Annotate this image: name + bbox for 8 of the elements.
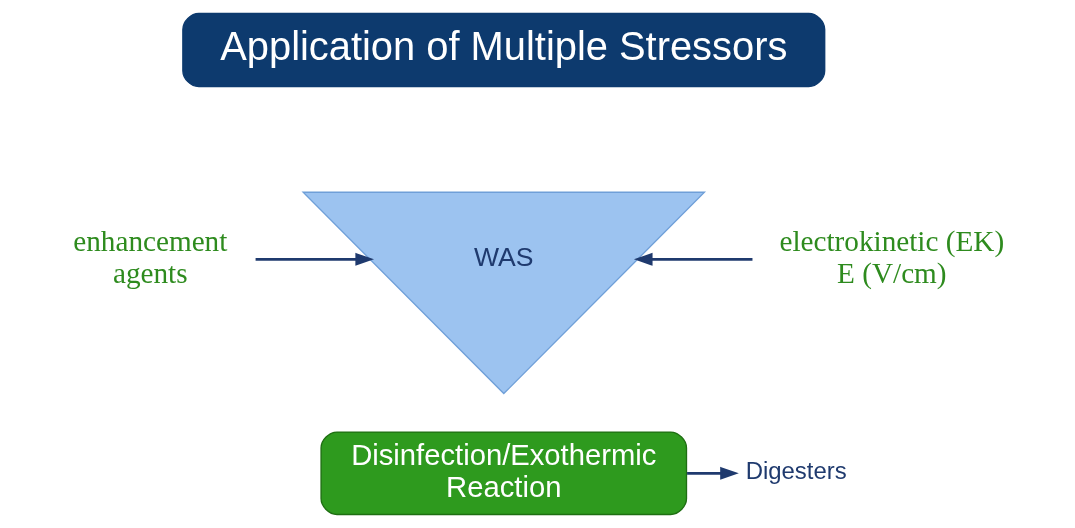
node-text: enhancement agents: [72, 224, 227, 289]
node-box: Disinfection/Exothermic Reaction: [319, 431, 687, 516]
node-text: Digesters: [745, 457, 847, 485]
arrow: [255, 252, 374, 266]
arrow: [686, 466, 739, 480]
node-box: Application of Multiple Stressors: [181, 12, 825, 88]
node-text: electrokinetic (EK) E (V/cm): [778, 224, 1004, 289]
arrow: [633, 252, 752, 266]
